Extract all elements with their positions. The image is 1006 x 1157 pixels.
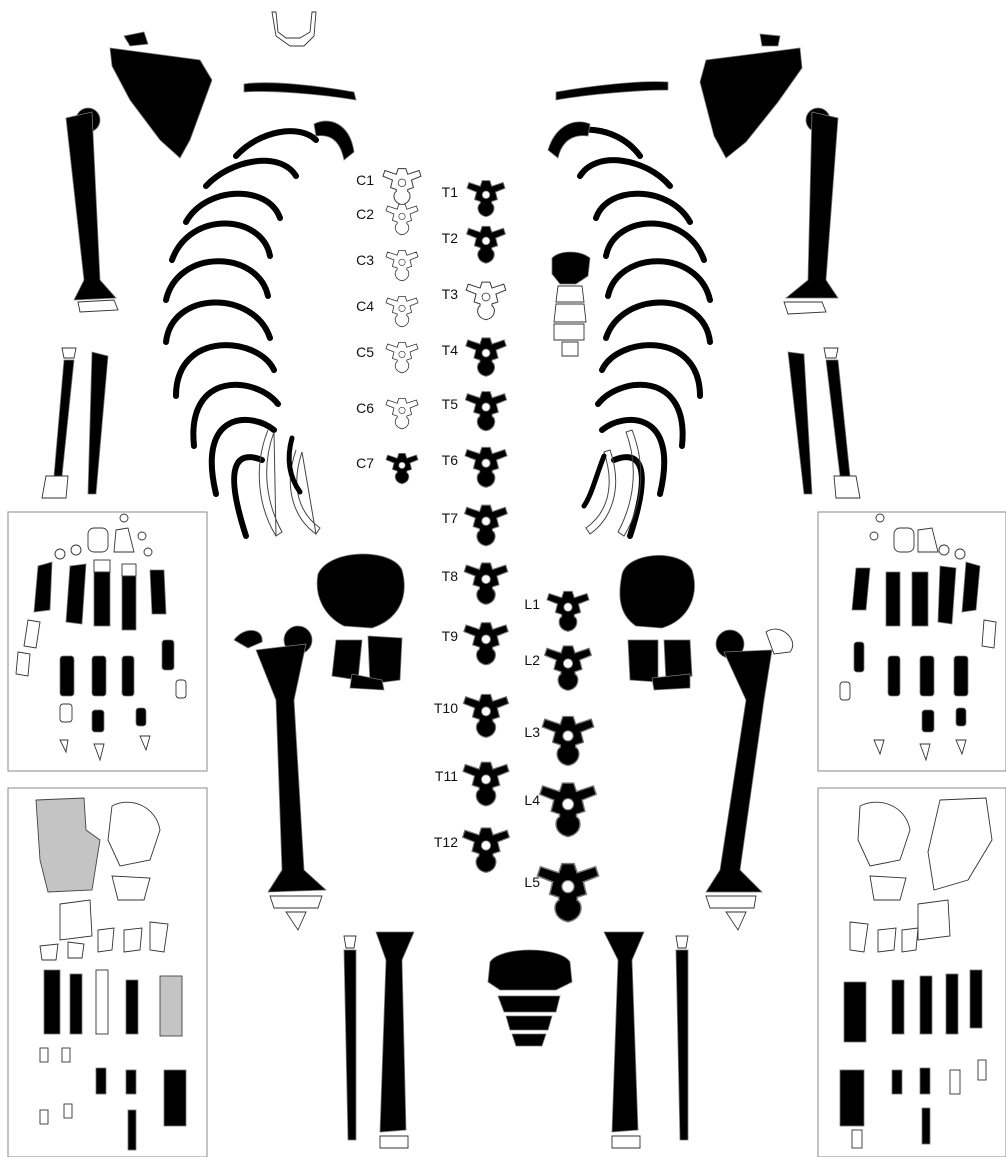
lumbar-vertebra	[545, 646, 592, 690]
vertebra-label: T5	[442, 396, 459, 412]
thoracic-vertebra	[465, 447, 507, 487]
vertebra-label: C1	[356, 172, 374, 188]
vertebra-label: L4	[524, 792, 540, 808]
mandible	[272, 12, 316, 46]
thoracic-vertebra	[465, 505, 508, 546]
sternum	[552, 252, 590, 356]
lumbar-vertebra	[547, 591, 589, 631]
vertebra-label: T10	[434, 700, 458, 716]
lumbar-vertebra	[540, 783, 596, 837]
thoracic-vertebra	[464, 623, 508, 665]
thoracic-vertebra	[463, 762, 509, 806]
thoracic-vertebra	[466, 338, 506, 376]
cervical-vertebra	[386, 204, 418, 234]
left-foot-panel	[818, 788, 1006, 1157]
thoracic-vertebra	[467, 226, 506, 263]
vertebra-label: L2	[524, 652, 540, 668]
right-scapula	[110, 32, 212, 158]
vertebra-label: T9	[442, 628, 459, 644]
vertebra-label: C6	[356, 400, 374, 416]
left-radius-ulna	[788, 348, 860, 498]
thoracic-vertebra	[465, 392, 506, 431]
right-femur	[234, 626, 326, 930]
vertebra-label: T3	[442, 286, 459, 302]
left-tibia-fibula	[604, 932, 688, 1148]
vertebra-label: C4	[356, 298, 374, 314]
cervical-vertebra	[386, 250, 418, 280]
cervical-vertebra	[386, 453, 418, 483]
sacrum	[488, 950, 572, 1046]
right-humerus	[66, 108, 118, 312]
left-scapula	[700, 34, 802, 158]
vertebra-label: T8	[442, 568, 459, 584]
right-radius-ulna	[42, 348, 108, 498]
left-humerus	[784, 108, 838, 314]
thoracic-vertebra	[466, 282, 506, 320]
left-clavicle	[556, 82, 668, 100]
lumbar-vertebra	[537, 864, 598, 922]
vertebra-label: T11	[435, 768, 458, 784]
vertebra-label: C3	[356, 252, 374, 268]
vertebra-label: T6	[442, 452, 459, 468]
cervical-vertebra	[386, 398, 418, 428]
cervical-vertebra	[386, 342, 418, 372]
vertebra-label: C2	[356, 206, 374, 222]
vertebra-label: T1	[442, 184, 459, 200]
vertebra-label: T12	[434, 834, 458, 850]
vertebra-label: C5	[356, 344, 374, 360]
vertebra-label: L1	[524, 596, 540, 612]
left-os-coxae	[620, 555, 695, 690]
vertebra-label: T4	[442, 342, 459, 358]
cervical-vertebra	[386, 296, 418, 326]
right-hand-panel	[8, 512, 207, 771]
right-clavicle	[244, 83, 356, 100]
vertebra-label: T7	[442, 510, 459, 526]
thoracic-vertebra	[467, 181, 505, 217]
vertebra-label: L3	[524, 724, 540, 740]
right-foot-panel	[8, 788, 207, 1157]
thoracic-vertebra	[464, 563, 508, 604]
left-hand-panel	[818, 512, 1006, 771]
right-os-coxae	[317, 554, 404, 690]
cervical-vertebra	[383, 169, 421, 205]
left-femur	[706, 629, 793, 930]
thoracic-vertebra	[463, 694, 508, 737]
right-tibia-fibula	[344, 932, 414, 1148]
vertebra-label: T2	[442, 230, 459, 246]
vertebra-label: C7	[356, 455, 374, 471]
lumbar-vertebra	[542, 717, 594, 766]
right-ribs	[166, 121, 354, 536]
thoracic-vertebra	[463, 828, 510, 872]
